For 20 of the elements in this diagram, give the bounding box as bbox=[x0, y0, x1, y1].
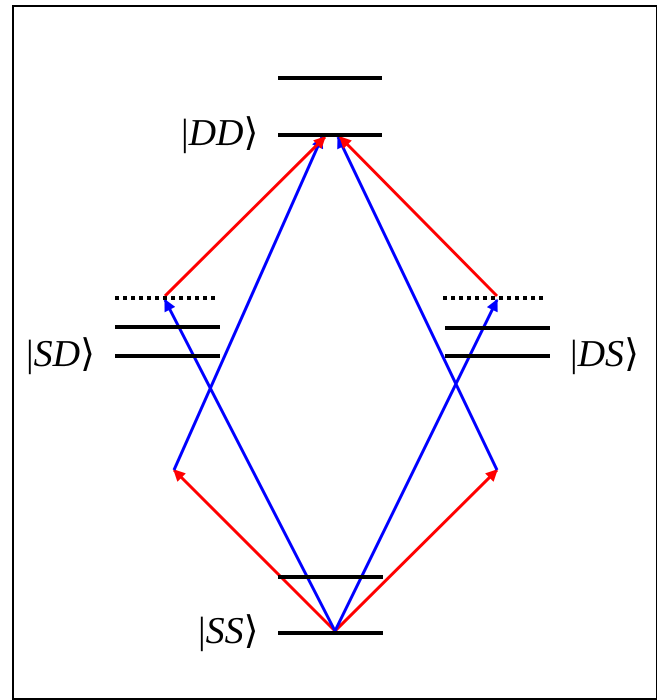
energy-level bbox=[445, 354, 550, 358]
transition-arrow bbox=[164, 136, 326, 298]
state-label: |SD⟩ bbox=[26, 334, 95, 374]
energy-level bbox=[278, 631, 383, 635]
transition-arrow bbox=[334, 298, 498, 632]
transition-arrow bbox=[336, 136, 498, 471]
dotted-energy-level bbox=[443, 296, 546, 300]
energy-level bbox=[445, 326, 550, 330]
energy-level bbox=[115, 325, 220, 329]
energy-level bbox=[278, 575, 383, 579]
energy-level bbox=[278, 76, 382, 80]
transition-arrow bbox=[164, 298, 336, 632]
energy-level bbox=[115, 354, 220, 358]
state-label: |DD⟩ bbox=[181, 113, 258, 153]
state-label: |SS⟩ bbox=[198, 611, 258, 651]
state-label: |DS⟩ bbox=[570, 334, 639, 374]
transition-arrow bbox=[338, 136, 498, 298]
energy-level bbox=[278, 133, 382, 137]
transition-arrow bbox=[172, 136, 324, 471]
dotted-energy-level bbox=[115, 296, 218, 300]
